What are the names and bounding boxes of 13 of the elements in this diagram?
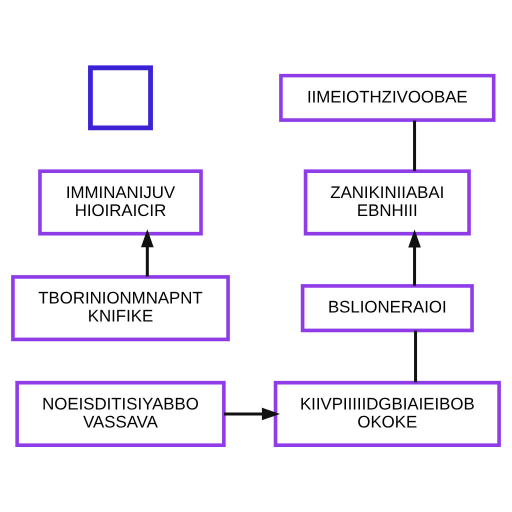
node-box: IMMINANIJUV HIOIRAICIR — [38, 168, 203, 235]
arrow — [141, 228, 154, 276]
node-box: TBORINIONMNAPNT KNIFIKE — [11, 274, 230, 341]
connector — [413, 120, 416, 171]
node-box: KIIVPIIIIIDGBIAIEIBOB OKOKE — [274, 380, 501, 446]
node-box: NOEISDITISIYABBO VASSAVA — [15, 380, 226, 446]
arrow — [224, 407, 280, 420]
arrow — [408, 228, 421, 286]
node-box — [88, 64, 153, 130]
node-box: IIMEIOTHZIVOOBAE — [279, 73, 496, 122]
node-box: ZANIKINIIABAI EBNHIII — [304, 168, 471, 235]
node-box: BSLIONERAIOI — [300, 284, 474, 332]
connector — [414, 330, 418, 382]
